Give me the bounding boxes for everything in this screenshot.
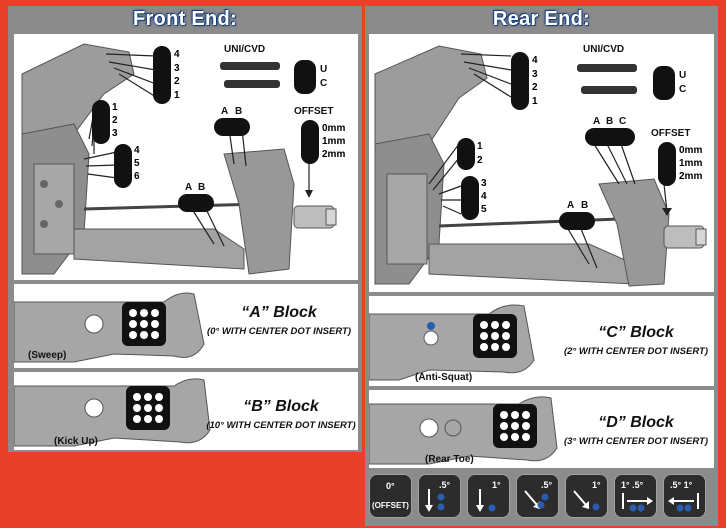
- rear-abc-a: A: [593, 116, 601, 127]
- rear-suspension-drawing: [374, 45, 707, 287]
- front-ab-top-a: A: [221, 106, 229, 117]
- rear-lower-arm: [428, 243, 635, 285]
- rear-low-hole-strip: [461, 176, 479, 220]
- toe-button-half-diagonal[interactable]: .5°: [516, 474, 559, 518]
- rear-offset-values: 0mm 1mm 2mm: [679, 145, 703, 182]
- front-block-b-panel: (Kick Up) “B” Block (10° WITH CENTER DOT…: [14, 372, 358, 450]
- front-ab-top-strip: [214, 118, 250, 136]
- toe-button-one-diagonal[interactable]: 1°: [565, 474, 608, 518]
- toe-button-one-half-right[interactable]: 1° .5°: [614, 474, 657, 518]
- front-suspension-diagram: 4 3 2 1 1 2 3 4 5 6 UNI/CVD: [14, 34, 358, 280]
- block-d-subtitle: (3° WITH CENTER DOT INSERT): [563, 436, 708, 447]
- arrow-right-icon: [622, 493, 653, 512]
- block-c-title: “C” Block: [598, 324, 674, 341]
- front-cvd-part-top: [220, 62, 280, 70]
- block-c-arm-drawing: [369, 304, 535, 381]
- rear-suspension-diagram: 4 3 2 1 1 2 3 4 5 UNI/CVD U C A: [369, 34, 714, 292]
- block-c-caption: (Anti-Squat): [415, 372, 473, 383]
- block-a-title: “A” Block: [241, 304, 317, 321]
- front-steering-block: [223, 148, 295, 275]
- block-b-caption: (Kick Up): [54, 436, 98, 447]
- front-offset-strip: [301, 120, 319, 164]
- front-turnbuckle: [83, 202, 260, 211]
- rear-hub-carrier: [598, 178, 670, 287]
- front-uni-cvd-label: UNI/CVD: [224, 44, 266, 55]
- block-b-title: “B” Block: [243, 398, 319, 415]
- rear-offset-label: OFFSET: [651, 128, 691, 139]
- toe-button-half-one-left[interactable]: .5° 1°: [663, 474, 706, 518]
- rear-ab-bottom-a: A: [567, 200, 575, 211]
- front-offset-label: OFFSET: [294, 106, 334, 117]
- front-offset-values: 0mm 1mm 2mm: [322, 123, 346, 160]
- rear-abc-b: B: [606, 116, 614, 127]
- front-ab-top-b: B: [235, 106, 243, 117]
- toe-button-0-offset[interactable]: 0° (OFFSET): [369, 474, 412, 518]
- front-lower-arm: [73, 228, 245, 270]
- front-c-label: C: [320, 78, 328, 89]
- rear-abc-strip: [585, 128, 635, 146]
- front-low-hole-labels: 4 5 6: [134, 145, 140, 182]
- front-suspension-drawing: [21, 43, 337, 275]
- rear-offset-strip: [658, 142, 676, 186]
- front-cvd-part-bottom: [224, 80, 280, 88]
- rear-uc-hole-strip: [653, 66, 675, 100]
- toe-insert-icon-row: 0° (OFFSET) .5° 1° .5°: [369, 472, 714, 522]
- rear-ab-bottom-strip: [559, 212, 595, 230]
- rear-c-label: C: [679, 84, 687, 95]
- block-b-arm-drawing: [14, 378, 211, 447]
- block-d-caption: (Rear Toe): [425, 454, 474, 465]
- front-ab-bottom-strip: [178, 194, 214, 212]
- rear-upper-hole-labels: 4 3 2 1: [532, 55, 538, 107]
- rear-end-header: Rear End:: [492, 8, 591, 30]
- arrow-down-icon: [425, 489, 445, 512]
- front-upper-hole-labels: 4 3 2 1: [174, 49, 180, 101]
- arrow-down-icon: [476, 489, 496, 512]
- block-a-arm-drawing: [14, 292, 205, 363]
- arrow-diagonal-icon: [524, 490, 549, 509]
- front-uc-hole-strip: [294, 60, 316, 94]
- rear-upper-hole-strip: [511, 52, 529, 110]
- front-ab-bottom-a: A: [185, 182, 193, 193]
- front-mid-hole-labels: 1 2 3: [112, 102, 118, 139]
- front-upper-hole-strip: [153, 46, 171, 104]
- rear-mid-hole-strip: [457, 138, 475, 170]
- block-a-caption: (Sweep): [28, 350, 67, 361]
- rear-cvd-part-bottom: [581, 86, 637, 94]
- front-mid-hole-strip: [92, 100, 110, 144]
- rear-block-c-panel: (Anti-Squat) “C” Block (2° WITH CENTER D…: [369, 296, 714, 386]
- arrow-diagonal-icon: [573, 490, 600, 511]
- rear-mid-hole-labels: 1 2: [477, 141, 483, 166]
- block-c-subtitle: (2° WITH CENTER DOT INSERT): [563, 346, 708, 357]
- front-block-a-panel: (Sweep) “A” Block (0° WITH CENTER DOT IN…: [14, 284, 358, 368]
- rear-abc-c: C: [619, 116, 627, 127]
- front-bulkhead-block: [33, 163, 75, 255]
- rear-low-hole-labels: 3 4 5: [481, 178, 487, 215]
- arrow-left-icon: [668, 493, 699, 512]
- front-axle-end: [325, 208, 337, 226]
- block-b-subtitle: (10° WITH CENTER DOT INSERT): [206, 420, 356, 431]
- rear-block-d-panel: (Rear Toe) “D” Block (3° WITH CENTER DOT…: [369, 390, 714, 468]
- rear-cvd-part-top: [577, 64, 637, 72]
- block-a-subtitle: (0° WITH CENTER DOT INSERT): [206, 326, 351, 337]
- rear-uni-cvd-label: UNI/CVD: [583, 44, 625, 55]
- block-d-arm-drawing: [369, 396, 558, 465]
- front-low-hole-strip: [114, 144, 132, 188]
- toe-button-half-down[interactable]: .5°: [418, 474, 461, 518]
- rear-end-column: Rear End:: [365, 6, 718, 526]
- front-end-header: Front End:: [132, 8, 238, 30]
- front-ab-bottom-b: B: [198, 182, 206, 193]
- front-u-label: U: [320, 64, 328, 75]
- rear-u-label: U: [679, 70, 687, 81]
- block-d-title: “D” Block: [598, 414, 674, 431]
- rear-ab-bottom-b: B: [581, 200, 589, 211]
- toe-button-one-down[interactable]: 1°: [467, 474, 510, 518]
- front-end-column: Front End:: [8, 6, 362, 452]
